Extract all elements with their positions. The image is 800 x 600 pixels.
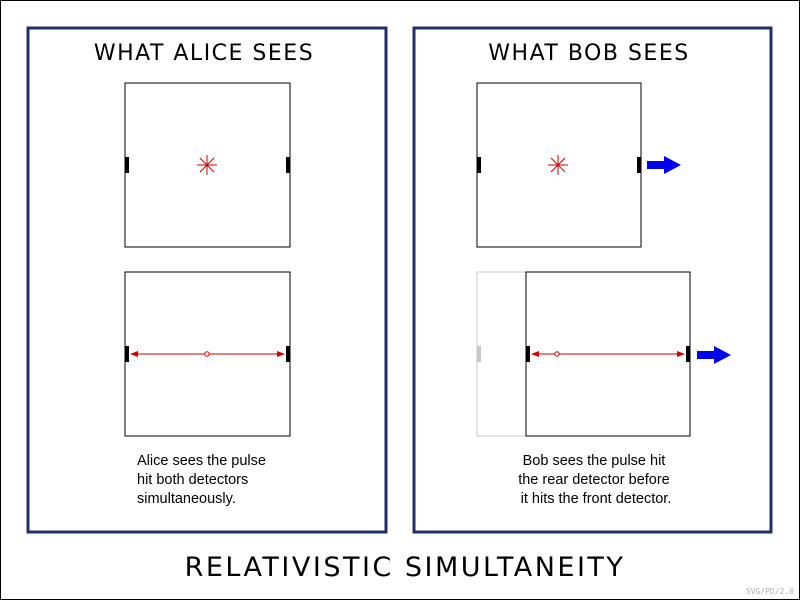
bob-panel-title: WHAT BOB SEES [488, 41, 689, 66]
alice-scene-emission [124, 82, 291, 248]
alice-pulse-left-arrowhead [130, 351, 138, 357]
bob-pulse-origin-marker [554, 351, 560, 357]
bob-pulse-right-arrowhead [677, 351, 685, 357]
bob-scene-emission [476, 82, 681, 248]
credit-label: SVG/PD/2.0 [746, 587, 794, 596]
alice-panel: WHAT ALICE SEES Alice sees the pulse [26, 26, 388, 534]
light-flash-icon [197, 155, 217, 175]
bob-caption-line: the rear detector before [518, 472, 670, 488]
alice-rear-detector-top [125, 157, 129, 173]
alice-panel-frame [26, 26, 388, 534]
motion-arrow-icon [647, 156, 681, 174]
bob-scene-detection [476, 271, 731, 437]
alice-caption-line: hit both detectors [137, 472, 248, 488]
bob-caption: Bob sees the pulse hit the rear detector… [518, 453, 674, 507]
bob-caption-line: it hits the front detector. [521, 491, 672, 507]
alice-caption-line: simultaneously. [137, 491, 236, 507]
light-flash-icon [548, 155, 568, 175]
alice-scene-detection [124, 271, 291, 437]
main-title: RELATIVISTIC SIMULTANEITY [185, 552, 626, 583]
bob-rear-detector-top [477, 157, 481, 173]
alice-caption-line: Alice sees the pulse [137, 453, 266, 469]
bob-ghost-rear-detector [477, 346, 481, 362]
bob-pulse-left-arrowhead [531, 351, 539, 357]
alice-pulse-right-arrowhead [277, 351, 285, 357]
alice-front-detector-bottom [286, 346, 290, 362]
alice-rear-detector-bottom [125, 346, 129, 362]
alice-front-detector-top [286, 157, 290, 173]
motion-arrow-icon [697, 346, 731, 364]
alice-pulse-origin-marker [204, 351, 210, 357]
bob-panel-frame [412, 26, 773, 534]
alice-caption: Alice sees the pulse hit both detectors … [137, 453, 270, 507]
bob-front-detector-bottom [686, 346, 690, 362]
bob-panel: WHAT BOB SEES [412, 26, 773, 534]
bob-caption-line: Bob sees the pulse hit [523, 453, 666, 469]
alice-panel-title: WHAT ALICE SEES [94, 41, 314, 66]
bob-front-detector-top [637, 157, 641, 173]
bob-rear-detector-bottom [526, 346, 530, 362]
